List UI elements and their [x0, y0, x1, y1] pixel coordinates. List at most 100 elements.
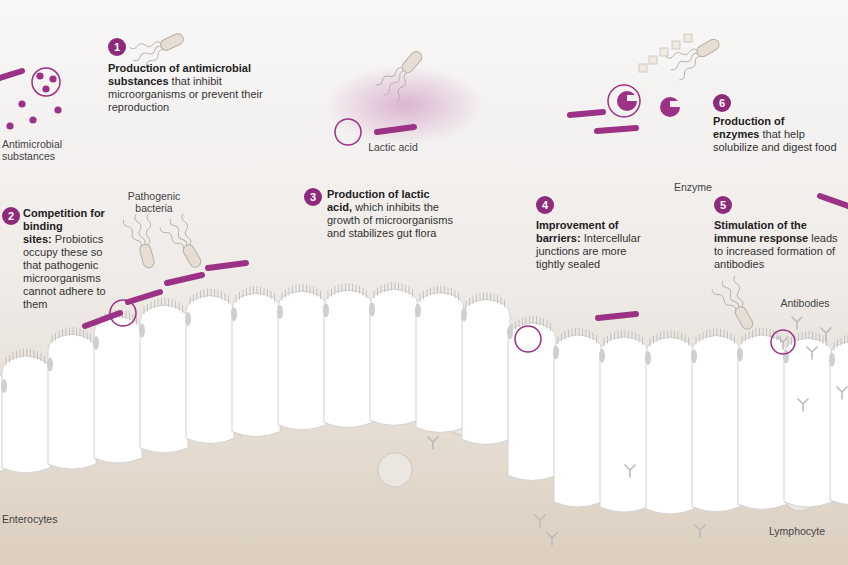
tight-junction	[645, 351, 651, 365]
enzyme-symbol	[617, 91, 637, 111]
microvillus	[628, 330, 629, 338]
microvillus	[519, 319, 520, 327]
food-particle	[639, 64, 647, 72]
tight-junction	[691, 349, 697, 363]
microvillus	[253, 286, 254, 294]
probiotic-rod	[167, 275, 202, 283]
part-label: Antibodies	[770, 297, 840, 309]
microvillus	[611, 333, 612, 341]
flagellum	[666, 48, 698, 59]
microvillus	[476, 294, 477, 302]
bacterium	[709, 273, 763, 336]
microvillus	[473, 296, 474, 304]
microvillus	[398, 283, 399, 291]
microvillus	[20, 350, 21, 358]
flagellum	[383, 69, 407, 96]
enterocyte-cell	[186, 296, 234, 444]
microvillus	[678, 332, 679, 340]
microvillus	[427, 289, 428, 297]
microvillus	[614, 332, 615, 340]
enterocyte-cell	[278, 291, 326, 430]
microvillus	[533, 316, 534, 324]
microvillus	[547, 320, 548, 328]
microvillus	[59, 331, 60, 339]
tight-junction	[461, 308, 467, 322]
mechanism-description: Production of enzymesthat help solubiliz…	[713, 115, 845, 154]
microvillus	[274, 293, 275, 301]
microvillus	[688, 337, 689, 345]
microvillus	[80, 328, 81, 336]
microvillus	[639, 335, 640, 343]
microvillus	[356, 284, 357, 292]
flagellum	[181, 214, 192, 246]
part-label: Enzyme	[668, 181, 718, 193]
microvillus	[147, 304, 148, 312]
microvillus	[444, 286, 445, 294]
microvillus	[236, 295, 237, 303]
antibody-symbol	[807, 347, 817, 359]
microvillus	[448, 287, 449, 295]
enterocyte-cell	[600, 337, 648, 512]
microvillus	[320, 291, 321, 299]
enterocyte-cell	[48, 334, 96, 469]
microvillus	[172, 299, 173, 307]
enterocyte-cell	[94, 317, 142, 464]
highlight-circle	[110, 300, 136, 326]
enterocyte-cell	[232, 293, 280, 436]
microvillus	[561, 333, 562, 341]
microvillus	[494, 294, 495, 302]
microvillus	[260, 287, 261, 295]
microvillus	[306, 284, 307, 292]
antibody-symbol	[695, 525, 705, 537]
microvillus	[66, 328, 67, 336]
microvillus	[837, 340, 838, 348]
probiotic-rod	[128, 292, 160, 302]
enterocyte-cell	[462, 299, 510, 444]
mechanism-callout: 3Production of lactic acid,which inhibit…	[304, 188, 322, 206]
flagellum	[711, 288, 737, 312]
highlight-circles	[32, 68, 795, 354]
microvillus	[660, 332, 661, 340]
microvillus	[635, 333, 636, 341]
microvillus	[699, 334, 700, 342]
microvillus	[710, 329, 711, 337]
microvillus	[430, 287, 431, 295]
food-particle	[660, 48, 668, 56]
bacterium-body	[733, 305, 755, 331]
antibody-symbol	[547, 533, 557, 545]
tight-junction	[323, 303, 329, 317]
microvillus	[550, 323, 551, 331]
microvillus	[34, 350, 35, 358]
mechanism-description: Production of lactic acid,which inhibits…	[327, 188, 455, 240]
tight-junction	[139, 324, 145, 338]
microvillus	[632, 331, 633, 339]
microvillus	[788, 339, 789, 347]
callout-number: 5	[714, 196, 732, 214]
antimicrobial-dot	[42, 85, 49, 92]
microvillus	[182, 305, 183, 313]
microvillus	[246, 288, 247, 296]
enterocyte-cell	[784, 338, 832, 507]
mechanism-description: Production of antimicrobial substancesth…	[108, 62, 278, 114]
microvillus	[225, 293, 226, 301]
microvillus	[303, 284, 304, 292]
microvillus	[558, 336, 559, 344]
microvillus	[742, 336, 743, 344]
microvillus	[696, 337, 697, 345]
flagellum	[394, 71, 410, 102]
microvillus	[501, 297, 502, 305]
probiotic-rod	[208, 263, 246, 268]
microvillus	[239, 292, 240, 300]
enterocyte-cell	[692, 335, 740, 511]
microvillus	[384, 284, 385, 292]
enterocyte-cell	[738, 335, 786, 510]
antimicrobial-dot	[6, 122, 13, 129]
microvillus	[359, 286, 360, 294]
tight-junction	[185, 312, 191, 326]
antibody-symbol	[792, 317, 802, 329]
highlight-circle	[335, 119, 361, 145]
tight-junction	[231, 307, 237, 321]
microvillus	[812, 332, 813, 340]
